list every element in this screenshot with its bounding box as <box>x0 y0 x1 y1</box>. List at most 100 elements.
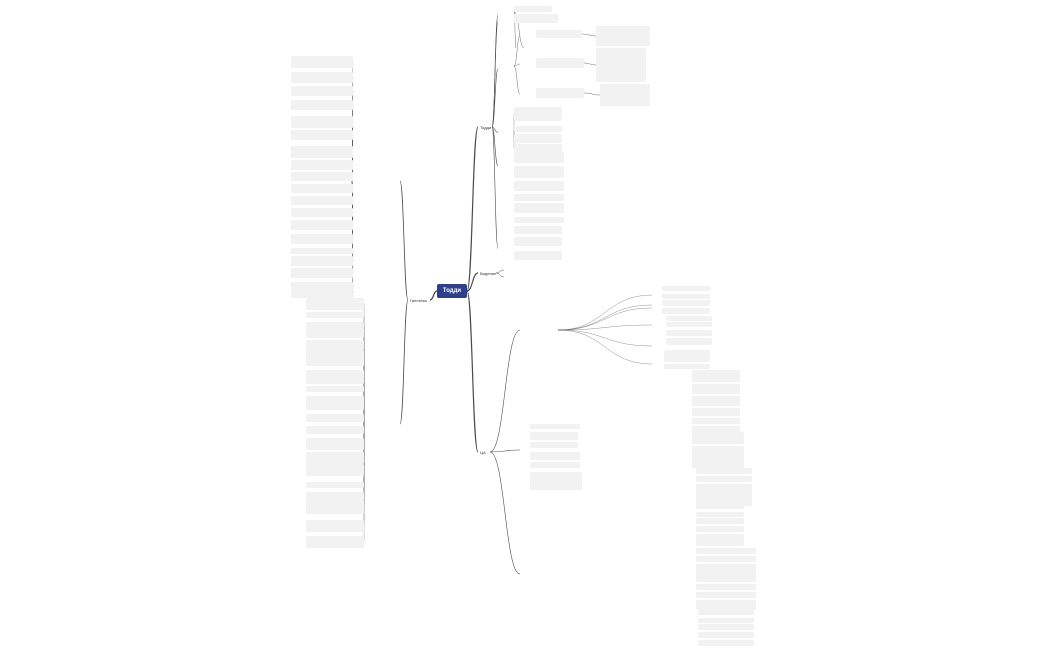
segment-node[interactable] <box>520 572 568 577</box>
note-node[interactable] <box>692 408 740 416</box>
note-node[interactable] <box>692 370 740 382</box>
scenario-node[interactable] <box>306 438 364 450</box>
branch-top-child[interactable] <box>498 127 514 134</box>
note-node[interactable] <box>666 338 712 345</box>
hypothesis-node[interactable] <box>291 100 353 110</box>
label[interactable] <box>684 580 692 584</box>
note-node[interactable] <box>514 144 562 152</box>
note-node[interactable] <box>536 30 582 38</box>
label[interactable] <box>650 356 658 360</box>
note-node[interactable] <box>514 226 562 234</box>
scenario-node[interactable] <box>306 500 364 514</box>
hypothesis-node[interactable] <box>291 130 353 140</box>
note-node[interactable] <box>514 237 562 246</box>
hypothesis-node[interactable] <box>291 72 353 83</box>
note-node[interactable] <box>696 540 744 546</box>
scenario-node[interactable] <box>306 414 364 422</box>
hypothesis-node[interactable] <box>291 56 353 68</box>
note-node[interactable] <box>536 58 584 68</box>
hypothesis-node[interactable] <box>291 234 353 244</box>
note-node[interactable] <box>696 534 744 540</box>
note-node[interactable] <box>692 426 740 432</box>
scenario-node[interactable] <box>306 370 364 384</box>
scenario-node[interactable] <box>306 350 364 366</box>
branch-top-child[interactable] <box>498 160 514 167</box>
scenario-node[interactable] <box>306 464 364 476</box>
hypothesis-node[interactable] <box>291 256 353 266</box>
hypothesis-node[interactable] <box>291 292 353 298</box>
segment-node[interactable] <box>520 327 558 332</box>
note-node[interactable] <box>696 564 756 574</box>
note-node[interactable] <box>536 88 584 98</box>
hypothesis-node[interactable] <box>291 282 353 292</box>
note-node[interactable] <box>514 217 564 223</box>
hypothesis-node[interactable] <box>291 196 353 205</box>
note-node[interactable] <box>514 14 558 23</box>
label[interactable] <box>680 432 692 436</box>
hypothesis-node[interactable] <box>291 208 353 217</box>
scenario-node[interactable] <box>306 536 364 548</box>
note-node[interactable] <box>514 166 564 178</box>
scenario-node[interactable] <box>306 452 364 464</box>
note-node[interactable] <box>514 181 564 191</box>
branch-top-child[interactable] <box>498 16 514 23</box>
note-node[interactable] <box>530 424 580 429</box>
note-node[interactable] <box>698 624 754 630</box>
note-node[interactable] <box>596 48 646 82</box>
note-node[interactable] <box>666 330 712 336</box>
note-node[interactable] <box>692 432 744 438</box>
root-node[interactable]: Тодди <box>437 284 467 298</box>
scenario-node[interactable] <box>306 340 364 350</box>
note-node[interactable] <box>696 484 752 496</box>
branch-mid[interactable]: Видение <box>480 271 497 276</box>
note-node[interactable] <box>698 632 754 638</box>
note-node[interactable] <box>514 194 564 201</box>
label[interactable] <box>684 513 692 517</box>
note-node[interactable] <box>696 476 752 482</box>
note-node[interactable] <box>662 300 710 306</box>
note-node[interactable] <box>698 640 754 646</box>
note-node[interactable] <box>514 251 562 260</box>
note-node[interactable] <box>664 350 710 356</box>
left-group[interactable] <box>352 178 396 183</box>
note-node[interactable] <box>696 556 756 562</box>
branch-bottom[interactable]: ЦА <box>480 450 486 455</box>
note-node[interactable] <box>596 26 650 46</box>
note-node[interactable] <box>530 442 578 448</box>
hypothesis-node[interactable] <box>291 248 353 254</box>
note-node[interactable] <box>514 6 552 12</box>
label[interactable] <box>650 296 658 300</box>
note-node[interactable] <box>696 468 752 474</box>
note-node[interactable] <box>692 396 740 406</box>
note-node[interactable] <box>662 286 710 291</box>
note-node[interactable] <box>514 152 564 163</box>
label[interactable] <box>680 398 690 402</box>
group-label[interactable] <box>520 34 530 39</box>
note-node[interactable] <box>696 600 756 610</box>
note-node[interactable] <box>664 364 710 369</box>
note-node[interactable] <box>530 462 580 468</box>
branch-left[interactable]: Гипотезы <box>410 298 428 303</box>
label[interactable] <box>678 482 690 486</box>
note-node[interactable] <box>696 512 744 517</box>
scenario-node[interactable] <box>306 396 364 410</box>
note-node[interactable] <box>696 494 752 506</box>
mid-node[interactable] <box>504 268 534 272</box>
scenario-node[interactable] <box>306 426 364 434</box>
note-node[interactable] <box>692 438 744 444</box>
note-node[interactable] <box>530 452 580 460</box>
note-node[interactable] <box>692 446 744 456</box>
scenario-node[interactable] <box>306 322 364 328</box>
hypothesis-node[interactable] <box>291 172 353 181</box>
note-node[interactable] <box>696 518 744 524</box>
hypothesis-node[interactable] <box>291 160 353 170</box>
hypothesis-node[interactable] <box>291 184 353 193</box>
branch-top-child[interactable] <box>498 8 514 15</box>
scenario-node[interactable] <box>306 328 364 338</box>
label[interactable] <box>650 327 664 331</box>
branch-top[interactable]: Тодди <box>480 125 492 130</box>
scenario-node[interactable] <box>306 482 364 488</box>
scenario-node[interactable] <box>306 386 364 392</box>
note-node[interactable] <box>530 432 578 440</box>
mid-node[interactable] <box>504 275 550 279</box>
